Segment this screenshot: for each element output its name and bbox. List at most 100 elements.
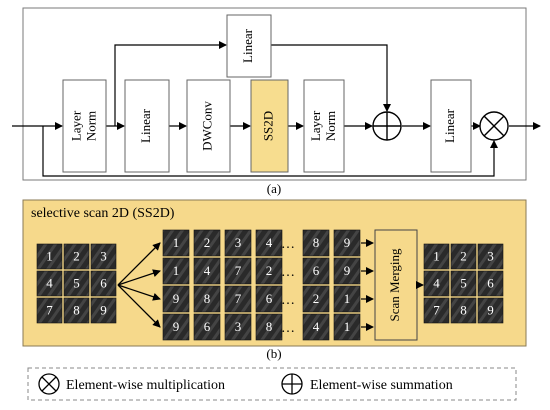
multiply-operator-icon — [479, 111, 509, 141]
scan-merging-label: Scan Merging — [387, 248, 402, 322]
dwconv-label: DWConv — [199, 101, 214, 151]
input-patch-1: 1 — [36, 243, 63, 270]
scan-row-3-patch-1: 9 — [162, 285, 190, 313]
scan-row-1-patch-4: 4 — [255, 229, 283, 257]
legend: Element-wise multiplication Element-wise… — [27, 367, 517, 401]
input-patch-3: 3 — [90, 243, 117, 270]
caption-b: (b) — [266, 346, 281, 361]
output-patch-7: 7 — [423, 297, 450, 324]
input-patch-1-label: 1 — [46, 248, 53, 263]
scan-row-4-patch-3-label: 3 — [235, 319, 242, 334]
legend-frame — [27, 367, 517, 401]
linear-top-block: Linear — [226, 14, 272, 78]
scan-row-4-patch-2: 6 — [193, 313, 221, 341]
input-patch-5-label: 5 — [73, 275, 80, 290]
output-patch-6-label: 6 — [487, 275, 494, 290]
output-patch-5-label: 5 — [460, 275, 467, 290]
scan-row-4-patch-last-1: 4 — [302, 313, 330, 341]
output-patch-2-label: 2 — [460, 248, 467, 263]
scan-row-3-patch-3-label: 7 — [235, 291, 242, 306]
scan-row-3-patch-last-1-label: 2 — [313, 291, 320, 306]
output-patch-9-label: 9 — [487, 302, 494, 317]
part-a: LayerNorm Linear DWConv SS2D LayerNorm L… — [12, 7, 541, 196]
input-patch-4-label: 4 — [46, 275, 53, 290]
scan-row-4-patch-last-2: 1 — [333, 313, 361, 341]
scan-row-4-patch-last-2-label: 1 — [344, 319, 351, 334]
output-patch-9: 9 — [477, 297, 504, 324]
scan-row-2-patch-2-label: 4 — [204, 263, 211, 278]
scan-arrows — [117, 242, 161, 328]
scan-row-2-patch-3-label: 7 — [235, 263, 242, 278]
scan-row-3-patch-last-2: 1 — [333, 285, 361, 313]
output-patch-8: 8 — [450, 297, 477, 324]
output-patch-4: 4 — [423, 270, 450, 297]
input-patch-9-label: 9 — [100, 302, 107, 317]
scan-row-4-patch-1-label: 9 — [173, 319, 180, 334]
scan-row-3-ellipsis: … — [281, 293, 295, 308]
sum-operator-icon — [372, 111, 402, 141]
scan-row-2-patch-2: 4 — [193, 257, 221, 285]
layer-norm-2-label: LayerNorm — [308, 110, 338, 141]
input-patch-7: 7 — [36, 297, 63, 324]
input-patch-8: 8 — [63, 297, 90, 324]
scan-row-2-patch-last-1: 6 — [302, 257, 330, 285]
input-patch-5: 5 — [63, 270, 90, 297]
scan-row-2-patch-last-2-label: 9 — [344, 263, 351, 278]
layer-norm-block-2: LayerNorm — [303, 79, 345, 173]
scan-row-3-patch-4: 6 — [255, 285, 283, 313]
multiply-legend-icon — [38, 373, 60, 395]
linear-block-1: Linear — [124, 79, 170, 173]
scan-row-1-patch-1: 1 — [162, 229, 190, 257]
scan-row-2-patch-last-1-label: 6 — [313, 263, 320, 278]
scan-row-3-patch-4-label: 6 — [266, 291, 273, 306]
input-patch-2-label: 2 — [73, 248, 80, 263]
input-patch-4: 4 — [36, 270, 63, 297]
scan-row-1-patch-last-1: 8 — [302, 229, 330, 257]
scan-arrow-3 — [117, 284, 161, 301]
linear-out-block: Linear — [430, 79, 472, 173]
ss2d-title: selective scan 2D (SS2D) — [31, 206, 175, 221]
input-patch-6-label: 6 — [100, 275, 107, 290]
layer-norm-1-label: LayerNorm — [69, 110, 99, 141]
merge-arrows — [361, 239, 374, 331]
scan-row-1-ellipsis: … — [281, 237, 295, 252]
input-patch-6: 6 — [90, 270, 117, 297]
output-patch-1-label: 1 — [433, 248, 440, 263]
scan-row-2-patch-3: 7 — [224, 257, 252, 285]
input-patch-2: 2 — [63, 243, 90, 270]
branch-linear-top-to-sum — [271, 44, 391, 112]
input-patch-8-label: 8 — [73, 302, 80, 317]
scan-arrow-2 — [117, 269, 161, 286]
input-patch-7-label: 7 — [46, 302, 53, 317]
scan-row-3-patch-1-label: 9 — [173, 291, 180, 306]
scan-merging-block: Scan Merging — [374, 229, 418, 341]
dwconv-block: DWConv — [186, 79, 231, 173]
scan-row-1-patch-1-label: 1 — [173, 235, 180, 250]
output-patch-2: 2 — [450, 243, 477, 270]
layer-norm-block-1: LayerNorm — [62, 79, 107, 173]
scan-row-1-patch-4-label: 4 — [266, 235, 273, 250]
linear-out-label: Linear — [442, 108, 457, 143]
scan-row-2-patch-4: 2 — [255, 257, 283, 285]
scan-row-1-patch-2: 2 — [193, 229, 221, 257]
summation-label: Element-wise summation — [310, 378, 453, 393]
linear-1-label: Linear — [138, 108, 153, 143]
branch-to-linear-top — [114, 41, 227, 126]
scan-row-4-patch-last-1-label: 4 — [313, 319, 320, 334]
caption-a: (a) — [267, 181, 281, 196]
scan-row-4-patch-4: 8 — [255, 313, 283, 341]
output-patch-7-label: 7 — [433, 302, 440, 317]
scan-row-4-ellipsis: … — [281, 321, 295, 336]
summation-legend-icon — [281, 373, 303, 395]
scan-row-1-patch-last-2: 9 — [333, 229, 361, 257]
scan-row-1-patch-3-label: 3 — [235, 235, 242, 250]
scan-row-4-patch-2-label: 6 — [204, 319, 211, 334]
